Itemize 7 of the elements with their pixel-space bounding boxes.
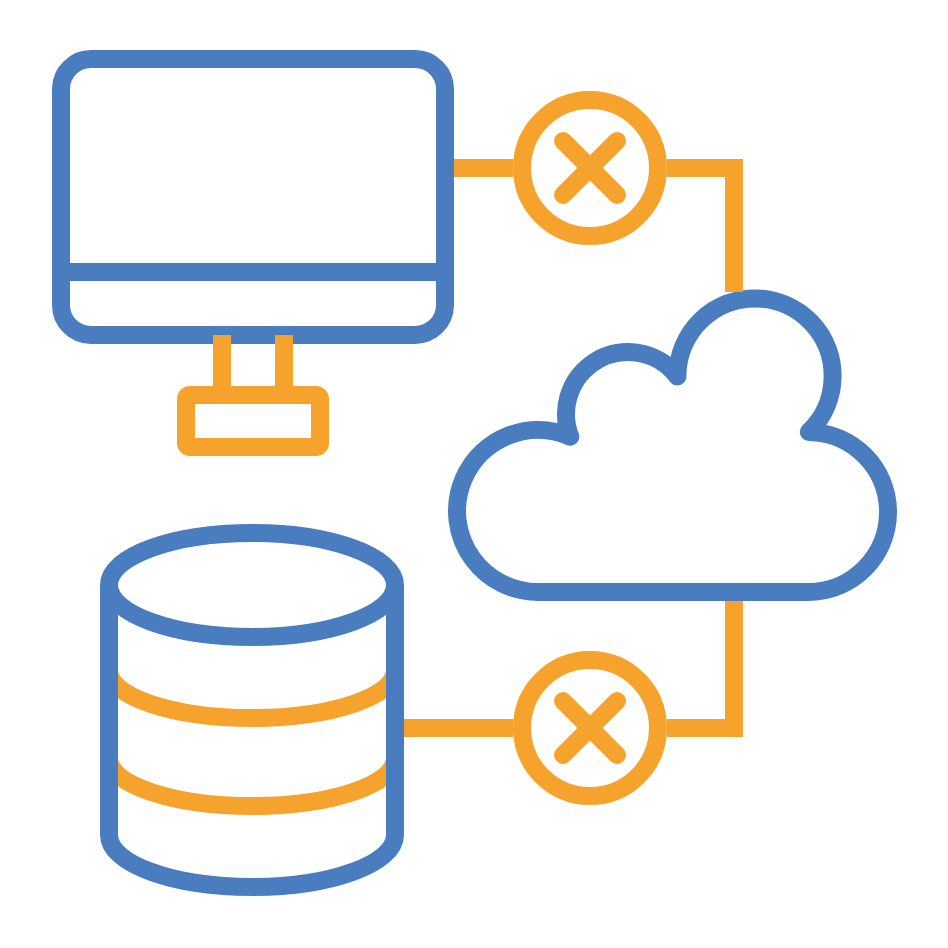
crossed-circle [513,91,667,245]
crossed-circle [513,651,667,805]
connector-line [454,159,513,177]
monitor [52,50,454,456]
database-cylinder [100,524,404,896]
connector-line [404,719,513,737]
cloud [448,289,897,601]
